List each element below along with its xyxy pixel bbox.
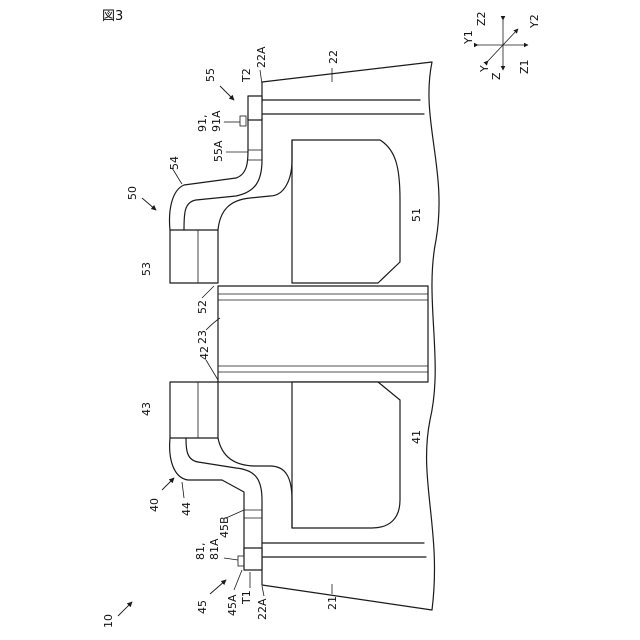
label-81: 81, [194,543,207,561]
label-50: 50 [126,186,139,200]
figure-title: 図3 [102,9,123,24]
label-41: 41 [410,430,423,444]
label-10: 10 [102,614,115,628]
label-45A: 45A [226,594,239,616]
label-44: 44 [180,502,193,516]
coordinate-axes: Y1 Z2 Y Z Z1 Y2 [462,11,541,80]
label-40: 40 [148,498,161,512]
terminal-40 [170,382,400,570]
axis-label-z1: Z1 [518,59,531,74]
axis-label-y: Y [478,65,491,73]
label-51: 51 [410,208,423,222]
label-91A: 91A [210,110,223,132]
axis-label-y1: Y1 [462,30,475,45]
label-22A-bottom: 22A [256,598,269,620]
label-23: 23 [196,330,209,344]
axis-label-z2: Z2 [475,11,488,26]
label-42: 42 [198,346,211,360]
label-22-top: 22 [327,50,340,64]
connector-23 [218,286,428,382]
label-55A: 55A [212,140,225,162]
label-43: 43 [140,402,153,416]
label-21: 21 [326,596,339,610]
axis-label-y2: Y2 [528,14,541,29]
label-81A: 81A [208,538,221,560]
label-45B: 45B [218,516,231,538]
label-54: 54 [168,156,181,170]
label-91: 91, [196,115,209,133]
label-53: 53 [140,262,153,276]
bus-bar-22 [262,100,424,114]
label-t2: T2 [240,68,253,83]
label-t1: T1 [240,590,253,605]
axis-label-z: Z [490,72,503,80]
label-22A-top: 22A [255,46,268,68]
label-52: 52 [196,300,209,314]
label-45: 45 [196,600,209,614]
bus-bar-21 [262,543,426,585]
label-55: 55 [204,68,217,82]
